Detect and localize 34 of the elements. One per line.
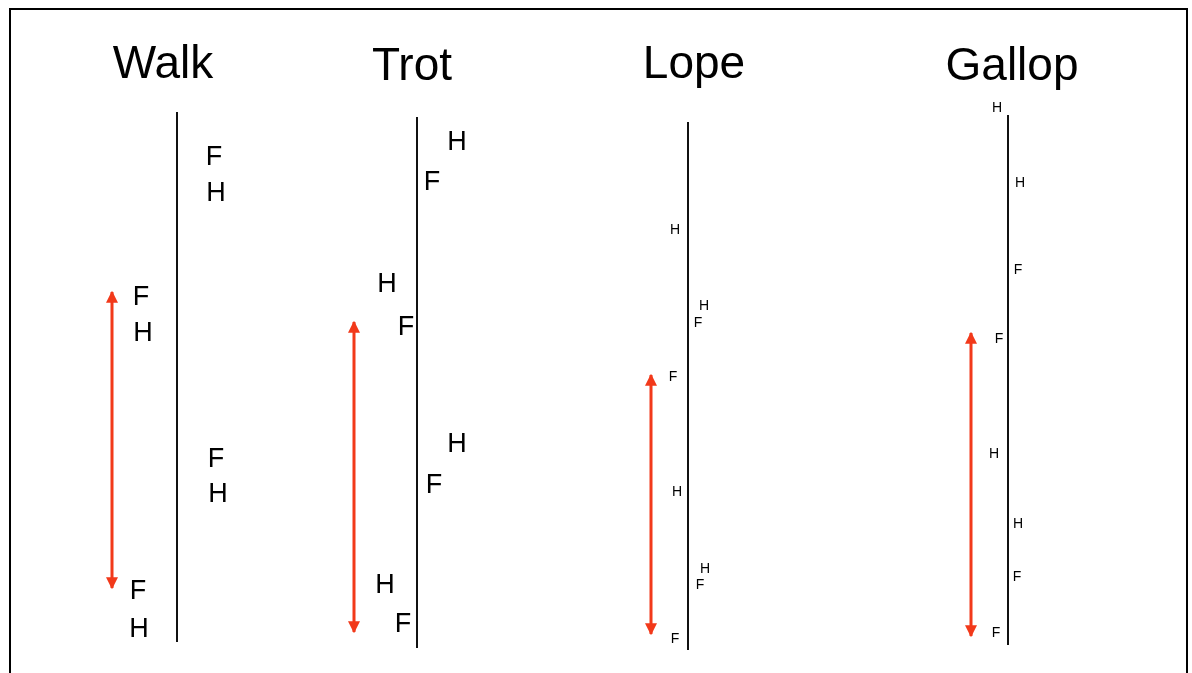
footfall-label: H — [1014, 175, 1026, 189]
footfall-label: F — [1013, 262, 1023, 276]
footfall-label: F — [695, 577, 705, 591]
gait-heading: Walk — [112, 39, 214, 85]
footfall-label: H — [206, 178, 226, 206]
footfall-label: F — [670, 631, 680, 645]
footfall-label: F — [207, 444, 225, 472]
footfall-label: F — [423, 167, 441, 195]
footfall-label: F — [205, 142, 223, 170]
footfall-label: H — [208, 479, 228, 507]
footfall-label: F — [668, 369, 678, 383]
footfall-label: H — [447, 127, 467, 155]
footfall-label: F — [132, 282, 150, 310]
footfall-label: H — [377, 269, 397, 297]
footfall-label: H — [671, 484, 683, 498]
footfall-label: F — [394, 609, 412, 637]
footfall-label: F — [129, 576, 147, 604]
footfall-label: F — [1012, 569, 1022, 583]
footfall-label: F — [693, 315, 703, 329]
footfall-label: H — [991, 100, 1003, 114]
footfall-label: F — [425, 470, 443, 498]
footfall-label: H — [669, 222, 681, 236]
footfall-label: H — [1012, 516, 1024, 530]
footfall-label: F — [991, 625, 1001, 639]
footfall-label: F — [397, 312, 415, 340]
footfall-label: F — [994, 331, 1004, 345]
gait-heading: Trot — [371, 41, 453, 87]
footfall-label: H — [375, 570, 395, 598]
footfall-label: H — [698, 298, 710, 312]
footfall-label: H — [447, 429, 467, 457]
footfall-label: H — [129, 614, 149, 642]
footfall-label: H — [699, 561, 711, 575]
footfall-label: H — [133, 318, 153, 346]
footfall-label: H — [988, 446, 1000, 460]
